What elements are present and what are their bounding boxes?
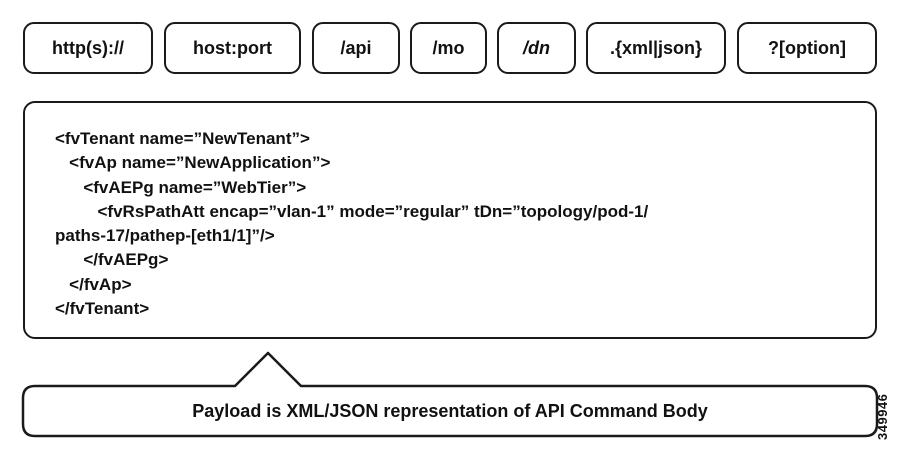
url-segment-option: ?[option] [737, 22, 877, 74]
code-line: <fvAp name=”NewApplication”> [55, 153, 331, 173]
url-segment-mo: /mo [410, 22, 487, 74]
code-line: <fvTenant name=”NewTenant”> [55, 129, 310, 148]
figure-id: 349946 [875, 393, 890, 440]
code-line: </fvAEPg> [55, 250, 169, 270]
payload-code: <fvTenant name=”NewTenant”> <fvAp name=”… [55, 127, 855, 321]
code-line: <fvAEPg name=”WebTier”> [55, 177, 307, 197]
callout-outline [21, 351, 879, 438]
code-line: </fvTenant> [55, 299, 150, 319]
url-segment-scheme: http(s):// [23, 22, 153, 74]
url-segment-api: /api [312, 22, 400, 74]
url-segment-format: .{xml|json} [586, 22, 726, 74]
url-segment-host-port: host:port [164, 22, 301, 74]
code-line: <fvRsPathAtt encap=”vlan-1” mode=”regula… [55, 201, 649, 221]
callout-caption: Payload is XML/JSON representation of AP… [192, 400, 708, 421]
payload-box: <fvTenant name=”NewTenant”> <fvAp name=”… [23, 101, 877, 339]
code-line: paths-17/pathep-[eth1/1]”/> [55, 226, 275, 246]
url-segment-dn: /dn [497, 22, 576, 74]
code-line: </fvAp> [55, 274, 132, 294]
